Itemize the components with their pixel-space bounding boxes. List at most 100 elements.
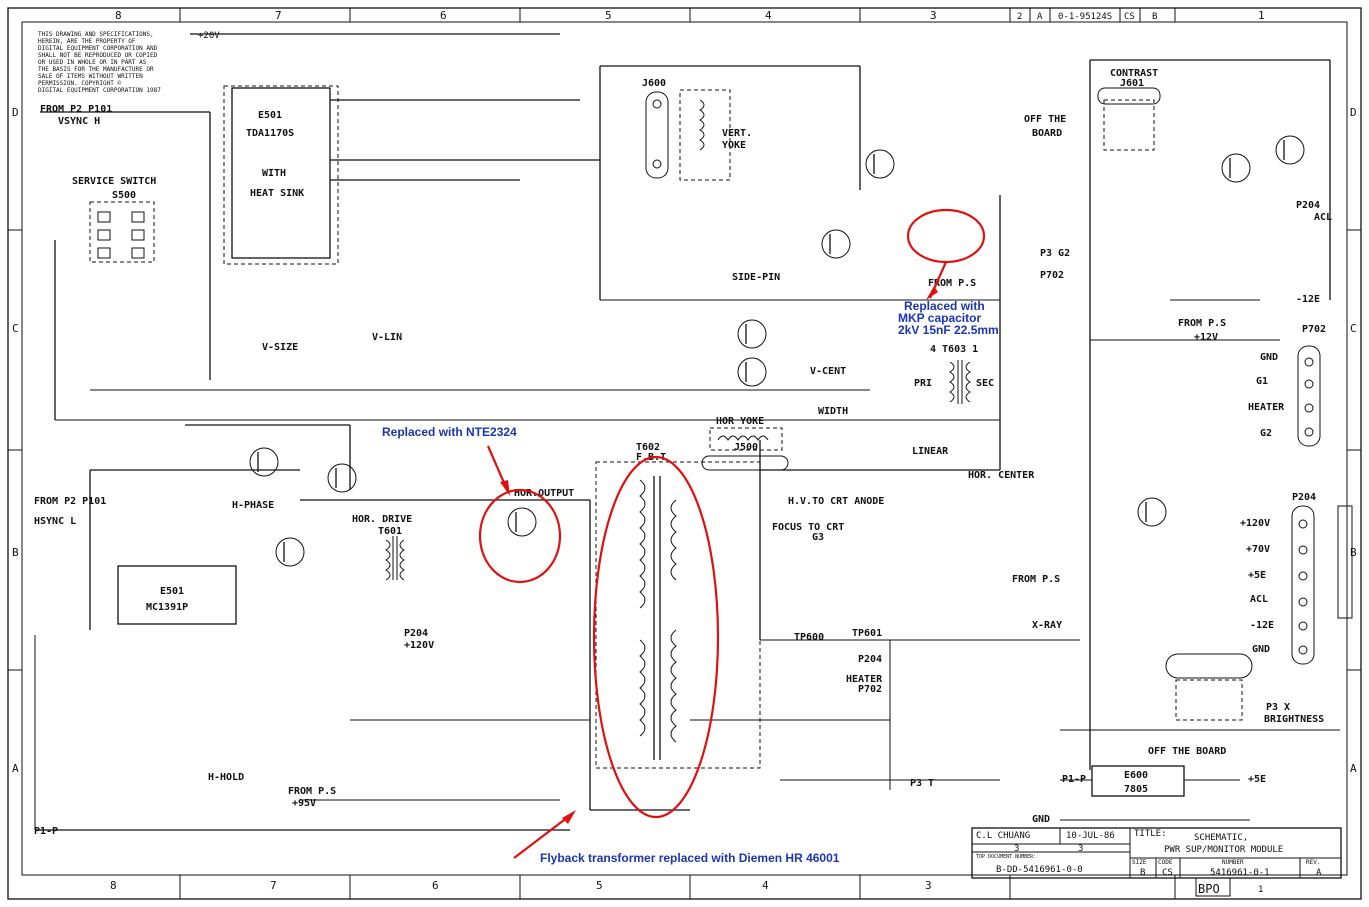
schematic-label: DIGITAL EQUIPMENT CORPORATION 1987 [38,87,161,94]
hsync-label: HSYNC L [34,516,76,527]
t601-label: T601 [378,526,402,537]
schematic-label: OR USED IN WHOLE OR IN PART AS [38,59,147,66]
schematic-label: SERVICE SWITCH [72,176,156,187]
mkp-note-line: Replaced with [904,299,985,313]
header-cell: CS [1124,12,1135,22]
connector-j601-brightness [1165,653,1253,721]
transistor-q605 [1137,497,1167,527]
title-block: C.L CHUANG 10-JUL-86 TITLE: SCHEMATIC, P… [971,827,1342,897]
vsync-label: VSYNC H [58,116,100,127]
gnd-label: GND [1032,814,1050,825]
schematic-label: SHALL NOT BE REPRODUCED OR COPIED [38,52,158,59]
schematic-label: T602 [636,442,660,453]
size-value: B [1140,868,1145,878]
col-label-top: 6 [440,9,447,22]
schematic-label: YOKE [722,140,746,151]
schematic-label: J601 [1120,78,1144,89]
hor-drive-label: HOR. DRIVE [352,514,412,525]
off-the-board-label: BOARD [1032,128,1062,139]
row-label-left: C [12,322,19,335]
schematic-label: TDA1170S [246,128,294,139]
transistor-q602 [507,507,537,537]
width-label: WIDTH [818,406,848,417]
row-label-right: B [1350,546,1357,559]
sheet-number: 3 [1014,844,1019,854]
p1p-label: P1-P [34,826,58,837]
acl-label: ACL [1314,212,1332,223]
transistor-q504 [737,357,767,387]
schematic-label: J500 [734,442,758,453]
col-label-top: 5 [605,9,612,22]
p204-heater-label: P204 [858,654,882,665]
transistor-q502 [865,149,895,179]
schematic-label: P702 [1302,324,1326,335]
v-cent-label: V-CENT [810,366,846,377]
copyright-notice: THIS DRAWING AND SPECIFICATIONS, HEREIN,… [38,31,161,94]
hor-yoke: HOR YOKE J500 [701,416,789,471]
p3-g2-label: P3 G2 [1040,248,1070,259]
schematic-label: HEREIN, ARE THE PROPERTY OF [38,38,136,45]
contrast-block: CONTRAST J601 [1097,68,1161,151]
mkp-note-line: 2kV 15nF 22.5mm [898,323,999,337]
p204-acl-label: P204 [1296,200,1320,211]
schematic-label: VERT. [722,128,752,139]
service-switch-s500[interactable]: SERVICE SWITCH S500 [72,176,156,263]
from-p2-hsync-label: FROM P2 P101 [34,496,106,507]
rev-value: A [1316,868,1322,878]
header-rev-boxes: 2 A 0-1-95124S CS B [1009,7,1176,23]
p204-pin: GND [1252,644,1270,655]
code-value: CS [1162,868,1173,878]
transistor-q604 [1275,135,1305,165]
side-pin-label: SIDE-PIN [732,272,780,283]
title-label: TITLE: [1134,829,1167,839]
plus12-label: +12V [1194,332,1218,343]
linear-label: LINEAR [912,446,949,457]
sheet-border [7,7,1362,900]
schematic-label: 4 T603 1 [930,344,978,355]
transistor-q606 [249,447,279,477]
p702-pin: G1 [1256,376,1268,387]
plus5e-label: +5E [1248,774,1266,785]
transformer-t601 [385,536,405,581]
p3t-label: P3 T [910,778,934,789]
p1p-right-label: P1-P [1062,774,1086,785]
transistor-q503 [737,319,767,349]
col-label-bottom: 8 [110,879,117,892]
net-label: +20V [198,31,220,41]
flyback-note: Flyback transformer replaced with Diemen… [540,851,840,865]
mkp-note-line: MKP capacitor [898,311,981,325]
schematic-label: PRI [914,378,932,389]
row-label-right: C [1350,322,1357,335]
p204-pin: +5E [1248,570,1266,581]
rev-label: REV. [1306,859,1320,866]
schematic-label: WITH [262,168,286,179]
top-doc-number: B-DD-5416961-0-0 [996,865,1083,875]
transistor-q601 [275,537,305,567]
from-ps-95c-label: FROM P.S [288,786,336,797]
schematic-label: MC1391P [146,602,188,613]
col-label-top: 8 [115,9,122,22]
schematic-label: J600 [642,78,666,89]
col-label-top: 7 [275,9,282,22]
col-label-top: 1 [1258,9,1265,22]
title-line: PWR SUP/MONITOR MODULE [1164,845,1283,855]
h-hold-label: H-HOLD [208,772,244,783]
row-label-right: A [1350,762,1357,775]
vert-yoke: VERT. YOKE [679,89,752,181]
schematic-label: THIS DRAWING AND SPECIFICATIONS, [38,31,154,38]
schematic-label: THE BASIS FOR THE MANUFACTURE OR [38,66,154,73]
ic-e501-tda1170s: E501 TDA1170S WITH HEAT SINK [223,85,339,265]
schematic-label: E501 [258,110,282,121]
off-the-board-label: OFF THE [1024,114,1066,125]
stamp-number: 1 [1258,885,1263,895]
nte-note: Replaced with NTE2324 [382,425,517,439]
col-label-bottom: 7 [270,879,277,892]
annotation-flyback: Flyback transformer replaced with Diemen… [513,455,840,865]
heater-label: HEATER [846,674,883,685]
number-value: 5416961-0-1 [1210,868,1270,878]
col-label-bottom: 4 [762,879,769,892]
grid-labels: 8 7 6 5 4 3 1 8 7 6 5 4 3 D C B A D C B … [12,9,1357,892]
schematic-label: 7805 [1124,784,1148,795]
col-label-top: 4 [765,9,772,22]
from-ps-95b-label: FROM P.S [1012,574,1060,585]
